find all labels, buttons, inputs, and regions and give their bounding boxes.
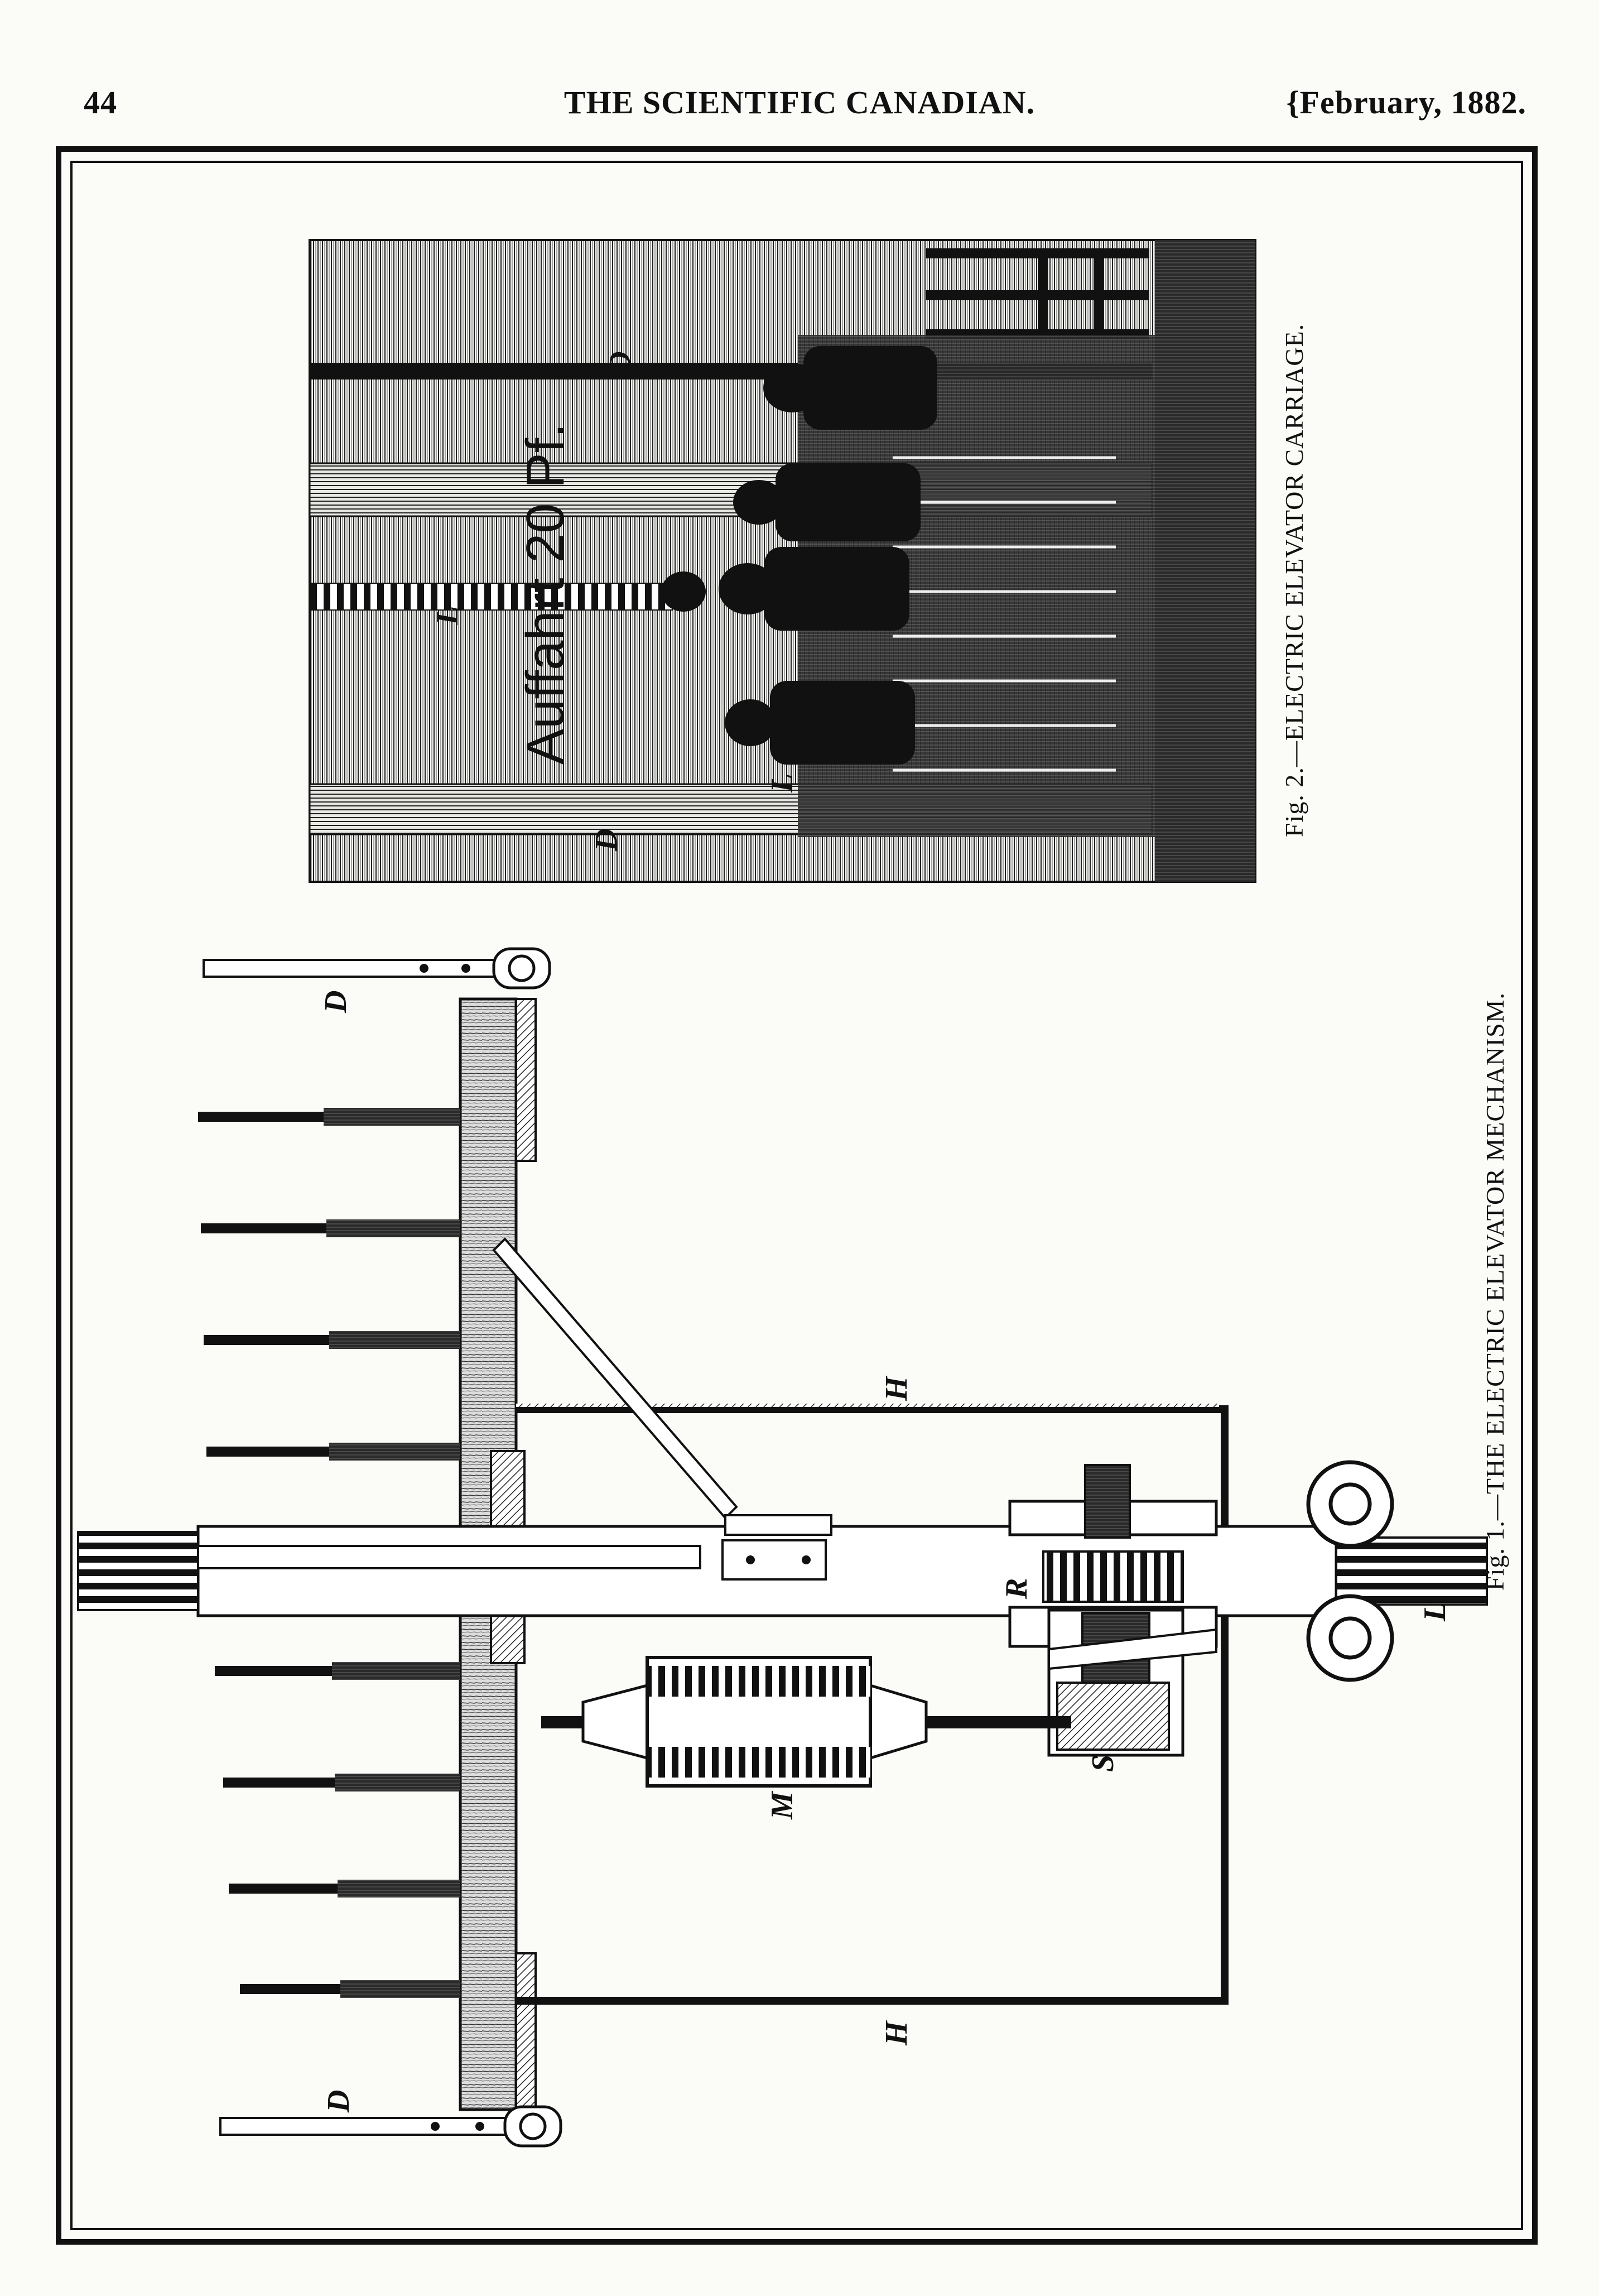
label-d-upper: D (319, 991, 353, 1013)
electric-motor (541, 1656, 1071, 1788)
engraving-floor (1155, 240, 1255, 882)
rack-bottom (1335, 1536, 1488, 1606)
beam-end-block-bottom (515, 1952, 537, 2111)
d-rod-top (203, 947, 551, 990)
guide-slot (197, 1545, 701, 1569)
label-h-lower: H (879, 2020, 914, 2046)
label-h-upper: H (879, 1376, 914, 1401)
gearing (1008, 1464, 1218, 1757)
sign-text: Auffahrt 20 Pf. (516, 423, 575, 765)
h-frame (516, 1405, 1229, 2005)
label-m: M (765, 1790, 800, 1820)
rack-bar (309, 583, 673, 611)
d-rod-bottom (219, 2105, 562, 2148)
label-s: S (1086, 1755, 1120, 1772)
rack-top (77, 1531, 199, 1611)
pulleys (1306, 1460, 1394, 1682)
figure-frame-outer (56, 146, 1538, 2245)
page-header: 44 THE SCIENTIFIC CANADIAN. {February, 1… (0, 0, 1599, 134)
figure-2-engraving: Auffahrt 20 Pf. D D L L Fig. 2.—ELECTRIC… (309, 239, 1308, 883)
figure-frame-inner (70, 161, 1523, 2230)
label-r: R (999, 1578, 1034, 1599)
figure-1-mechanism: D D H H R M S L Fig. 1.—THE ELECTRIC ELE… (77, 947, 1509, 2148)
label-l-rack: L (430, 606, 465, 626)
running-title: THE SCIENTIFIC CANADIAN. (563, 84, 1036, 121)
label-d-top: D (603, 352, 638, 374)
page-number: 44 (84, 84, 117, 121)
figure-1-caption: Fig. 1.—THE ELECTRIC ELEVATOR MECHANISM. (1481, 992, 1509, 1591)
label-l-carriage: L (765, 774, 800, 793)
passenger-figures (661, 346, 937, 765)
label-d-lower: D (321, 2090, 356, 2113)
label-l: L (1418, 1602, 1452, 1622)
issue-date: {February, 1882. (1286, 84, 1526, 121)
label-d-bottom: D (589, 829, 624, 852)
diagonal-strut (492, 1237, 738, 1520)
carriage-railing (893, 456, 1116, 772)
beam-end-block-top (515, 998, 537, 1162)
figure-2-caption: Fig. 2.—ELECTRIC ELEVATOR CARRIAGE. (1280, 324, 1308, 837)
